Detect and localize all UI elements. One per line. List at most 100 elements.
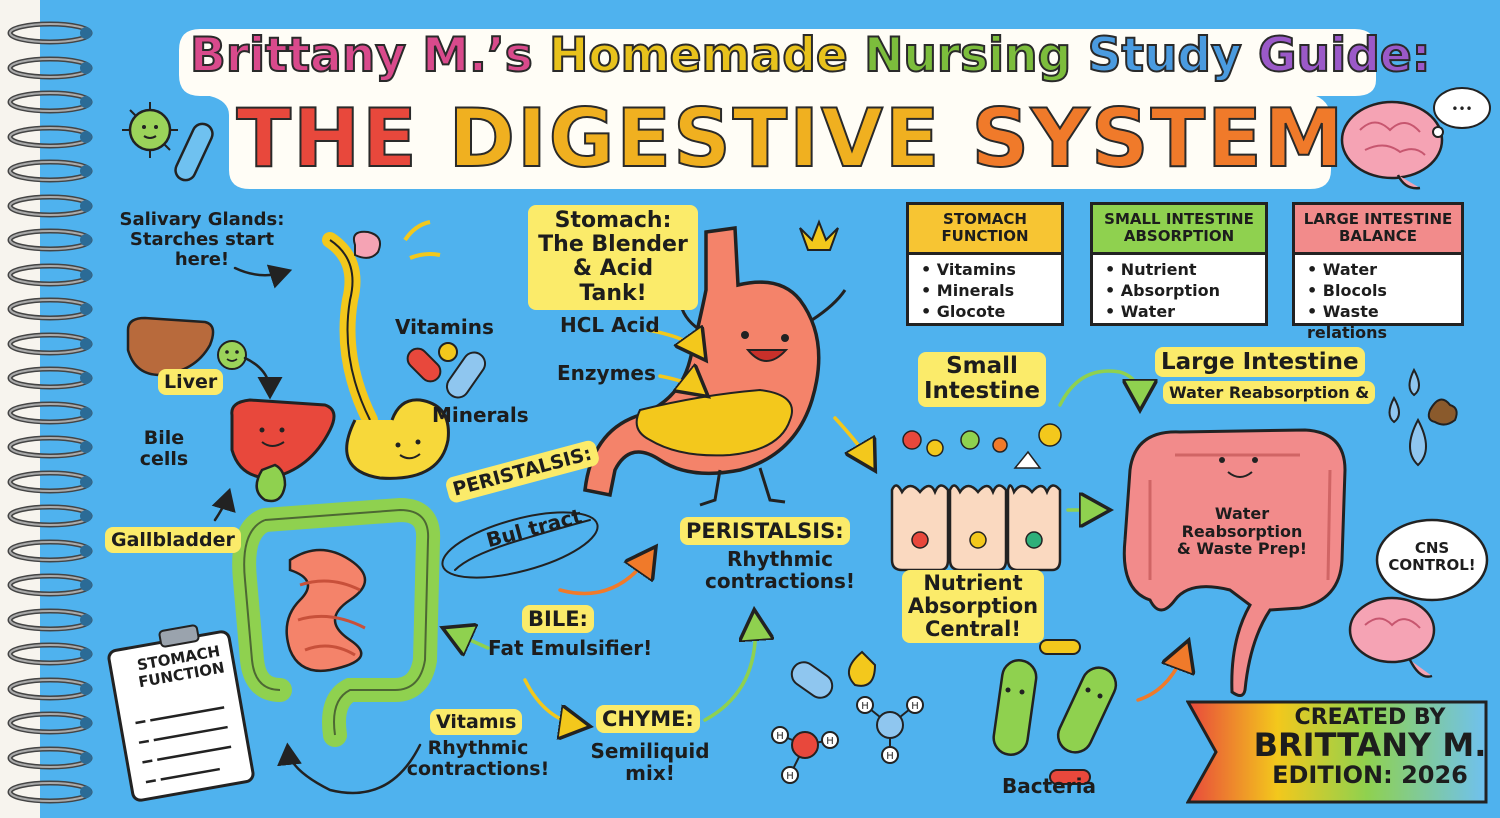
label-gallbladder: Gallbladder (105, 527, 241, 553)
info-card-item: Absorption (1105, 280, 1265, 301)
info-card-item: Water (1105, 301, 1265, 322)
svg-text:•••: ••• (1451, 102, 1472, 116)
nutrient-dots (902, 423, 1062, 469)
hydrogen-atom: H (821, 731, 839, 749)
hydrogen-atom: H (781, 766, 799, 784)
hydrogen-atom: H (856, 696, 874, 714)
title-line-2-word-1: DIGESTIVE (448, 91, 972, 186)
info-card-header: STOMACH FUNCTION (909, 205, 1061, 255)
info-card-item: Nutrient (1105, 259, 1265, 280)
spiral-ring (7, 573, 93, 597)
info-card-3: LARGE INTESTINE BALANCEWaterBlocolsWaste… (1292, 202, 1464, 342)
title-line-1: Brittany M.’s Homemade Nursing Study Gui… (189, 27, 1432, 84)
label-water-reabsorption: Water Reabsorption & Waste Prep! (1176, 504, 1308, 559)
banner-text: CREATED BY BRITTANY M. EDITION: 2026 (1240, 706, 1500, 788)
title-line-1-word-4: Guide: (1257, 27, 1431, 84)
title-line-1-word-2: Nursing (863, 27, 1088, 84)
spiral-ring (7, 194, 93, 217)
label-minerals: Minerals (432, 403, 529, 427)
spiral-ring (7, 677, 93, 700)
label-bile-sub: Fat Emulsifier! (488, 636, 653, 660)
label-hcl-acid: HCL Acid (560, 313, 660, 337)
label-stomach-title: Stomach: The Blender & Acid Tank! (528, 205, 698, 310)
label-liver: Liver (158, 369, 224, 395)
label-peristalsis-mid: PERISTALSIS: (680, 517, 850, 545)
pill-icon (406, 342, 487, 399)
credit-banner (1186, 700, 1488, 804)
info-card-item: Glocote (921, 301, 1061, 322)
svg-text:H: H (861, 701, 869, 712)
spiral-ring (7, 297, 93, 321)
germ-icon (122, 102, 178, 158)
info-card-item: Waste relations (1307, 301, 1461, 343)
bacterium-icon (174, 122, 214, 182)
poop-icon (1427, 398, 1458, 426)
title-line-2-word-0: THE (236, 91, 449, 186)
thought-bubble: ••• (1432, 87, 1491, 138)
spiral-ring (7, 711, 93, 735)
spiral-ring (7, 470, 93, 493)
spiral-ring (7, 608, 93, 631)
title-line-2: THE DIGESTIVE SYSTEM (236, 91, 1346, 186)
liver-icon (126, 316, 215, 377)
label-chyme: CHYME: (596, 705, 700, 733)
info-card-item: Blocols (1307, 280, 1461, 301)
label-cns-control: CNS CONTROL! (1388, 539, 1476, 574)
svg-text:H: H (886, 751, 894, 762)
spiral-ring (7, 435, 93, 459)
label-vitams-sub: Rhythmic contractions! (406, 737, 550, 780)
title-line-2-word-2: SYSTEM (970, 91, 1346, 186)
spiral-ring (7, 21, 93, 45)
label-bacteria: Bacteria (1002, 774, 1096, 798)
villi-illustration (890, 484, 1062, 572)
molecule-icon: H H H H H H (771, 650, 924, 784)
spiral-ring (7, 366, 93, 390)
info-card-header: LARGE INTESTINE BALANCE (1295, 205, 1461, 255)
svg-text:H: H (786, 771, 794, 782)
large-intestine-illustration (1122, 428, 1347, 697)
label-salivary-glands: Salivary Glands: Starches start here! (119, 209, 285, 270)
info-card-2: SMALL INTESTINE ABSORPTIONNutrientAbsorp… (1090, 202, 1268, 326)
banner-line-1: CREATED BY (1294, 705, 1446, 730)
label-large-intestine-sub: Water Reabsorption & (1163, 381, 1376, 404)
spiral-ring (7, 263, 93, 286)
info-card-item: Water (1307, 259, 1461, 280)
hydrogen-atom: H (881, 746, 899, 764)
title-line-1-word-3: Study (1087, 27, 1259, 84)
info-card-list: NutrientAbsorptionWater (1093, 259, 1265, 322)
svg-text:H: H (911, 701, 919, 712)
label-vitams: Vitamıs (430, 709, 523, 735)
liver-organ (230, 398, 336, 480)
banner-line-3: EDITION: 2026 (1272, 760, 1468, 789)
label-peristalsis-mid-sub: Rhythmic contractions! (704, 547, 856, 593)
label-small-intestine: Small Intestine (912, 352, 1052, 407)
spiral-ring (7, 125, 93, 148)
svg-text:H: H (776, 731, 784, 742)
brain-icon-small (1348, 596, 1436, 678)
clipboard-icon (107, 624, 255, 802)
info-card-list: VitaminsMineralsGlocote (909, 259, 1061, 322)
info-card-list: WaterBlocolsWaste relations (1295, 259, 1461, 343)
spiral-ring (7, 159, 93, 183)
spiral-ring (7, 90, 93, 114)
brain-icon (1340, 100, 1444, 190)
spiral-ring (7, 228, 93, 252)
label-chyme-sub: Semiliquid mix! (590, 739, 710, 785)
smiley-cell (217, 340, 247, 370)
label-bile-cells: Bile cells (139, 427, 189, 470)
title-line-1-word-0: Brittany M.’s (189, 27, 550, 84)
title-box (179, 29, 1376, 189)
title-line-1-word-1: Homemade (548, 27, 865, 84)
label-bile: BILE: (522, 605, 594, 633)
hydrogen-atom: H (906, 696, 924, 714)
spiral-ring (7, 642, 93, 666)
spiral-ring (7, 539, 93, 562)
label-vitamins: Vitamins (395, 315, 494, 339)
spiral-ring (7, 746, 93, 769)
spiral-ring (7, 56, 93, 79)
hydrogen-atom: H (771, 726, 789, 744)
spiral-ring (7, 780, 93, 804)
spiral-ring (7, 401, 93, 424)
